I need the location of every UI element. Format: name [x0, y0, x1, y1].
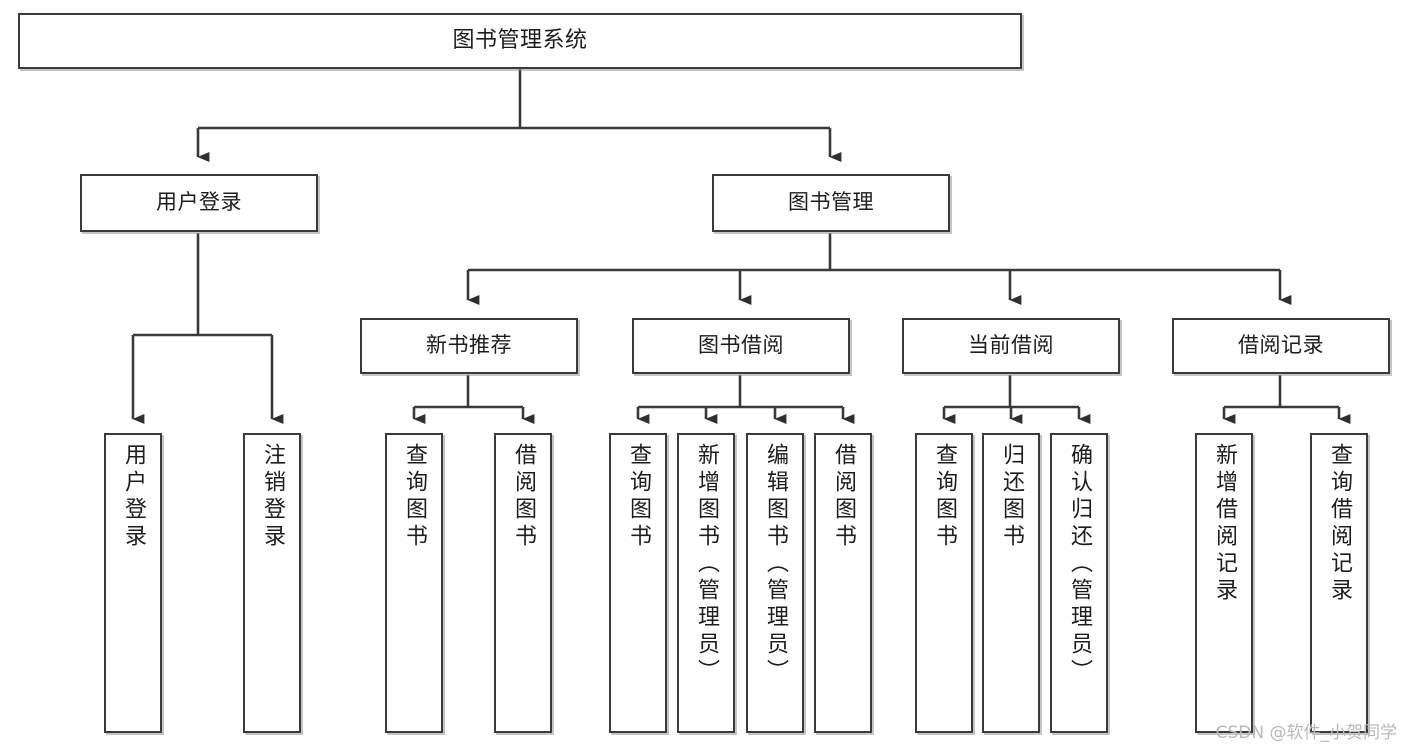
leaf-current-borrow-1-label: 查询图书 — [932, 443, 957, 551]
leaf-current-borrow-3-label: 确认归还（管理员） — [1067, 443, 1092, 686]
leaf-current-borrow-3[interactable]: 确认归还（管理员） — [1050, 433, 1108, 733]
leaf-book-borrow-3[interactable]: 编辑图书（管理员） — [746, 433, 804, 733]
leaf-book-borrow-4[interactable]: 借阅图书 — [814, 433, 872, 733]
leaf-borrow-record-1-label: 新增借阅记录 — [1212, 443, 1237, 605]
node-new-book-recommend[interactable]: 新书推荐 — [360, 318, 578, 374]
leaf-book-borrow-3-label: 编辑图书（管理员） — [763, 443, 788, 686]
node-root-system-label: 图书管理系统 — [452, 27, 588, 53]
leaf-user-login-2[interactable]: 注销登录 — [243, 433, 301, 733]
leaf-new-book-recommend-2[interactable]: 借阅图书 — [494, 433, 552, 733]
node-borrow-record-label: 借阅记录 — [1238, 333, 1324, 358]
node-current-borrow[interactable]: 当前借阅 — [902, 318, 1120, 374]
node-borrow-record[interactable]: 借阅记录 — [1172, 318, 1390, 374]
csdn-watermark: CSDN @软件_小贺同学 — [1215, 723, 1397, 743]
leaf-book-borrow-4-label: 借阅图书 — [831, 443, 856, 551]
leaf-book-borrow-1[interactable]: 查询图书 — [609, 433, 667, 733]
node-book-manage-label: 图书管理 — [788, 190, 874, 215]
node-new-book-recommend-label: 新书推荐 — [426, 333, 512, 358]
leaf-borrow-record-2[interactable]: 查询借阅记录 — [1310, 433, 1368, 733]
leaf-user-login-2-label: 注销登录 — [260, 443, 285, 551]
node-book-borrow-label: 图书借阅 — [698, 333, 784, 358]
leaf-user-login-1[interactable]: 用户登录 — [104, 433, 162, 733]
leaf-current-borrow-2-label: 归还图书 — [999, 443, 1024, 551]
leaf-new-book-recommend-1[interactable]: 查询图书 — [385, 433, 443, 733]
leaf-borrow-record-2-label: 查询借阅记录 — [1327, 443, 1352, 605]
leaf-current-borrow-1[interactable]: 查询图书 — [915, 433, 973, 733]
node-book-manage[interactable]: 图书管理 — [712, 174, 950, 232]
leaf-book-borrow-1-label: 查询图书 — [626, 443, 651, 551]
leaf-book-borrow-2[interactable]: 新增图书（管理员） — [677, 433, 735, 733]
node-root-system[interactable]: 图书管理系统 — [18, 13, 1022, 69]
leaf-user-login-1-label: 用户登录 — [121, 443, 146, 551]
leaf-borrow-record-1[interactable]: 新增借阅记录 — [1195, 433, 1253, 733]
node-user-login[interactable]: 用户登录 — [80, 174, 318, 232]
leaf-book-borrow-2-label: 新增图书（管理员） — [694, 443, 719, 686]
leaf-new-book-recommend-2-label: 借阅图书 — [511, 443, 536, 551]
node-book-borrow[interactable]: 图书借阅 — [632, 318, 850, 374]
node-current-borrow-label: 当前借阅 — [968, 333, 1054, 358]
node-user-login-label: 用户登录 — [156, 190, 242, 215]
leaf-new-book-recommend-1-label: 查询图书 — [402, 443, 427, 551]
leaf-current-borrow-2[interactable]: 归还图书 — [982, 433, 1040, 733]
